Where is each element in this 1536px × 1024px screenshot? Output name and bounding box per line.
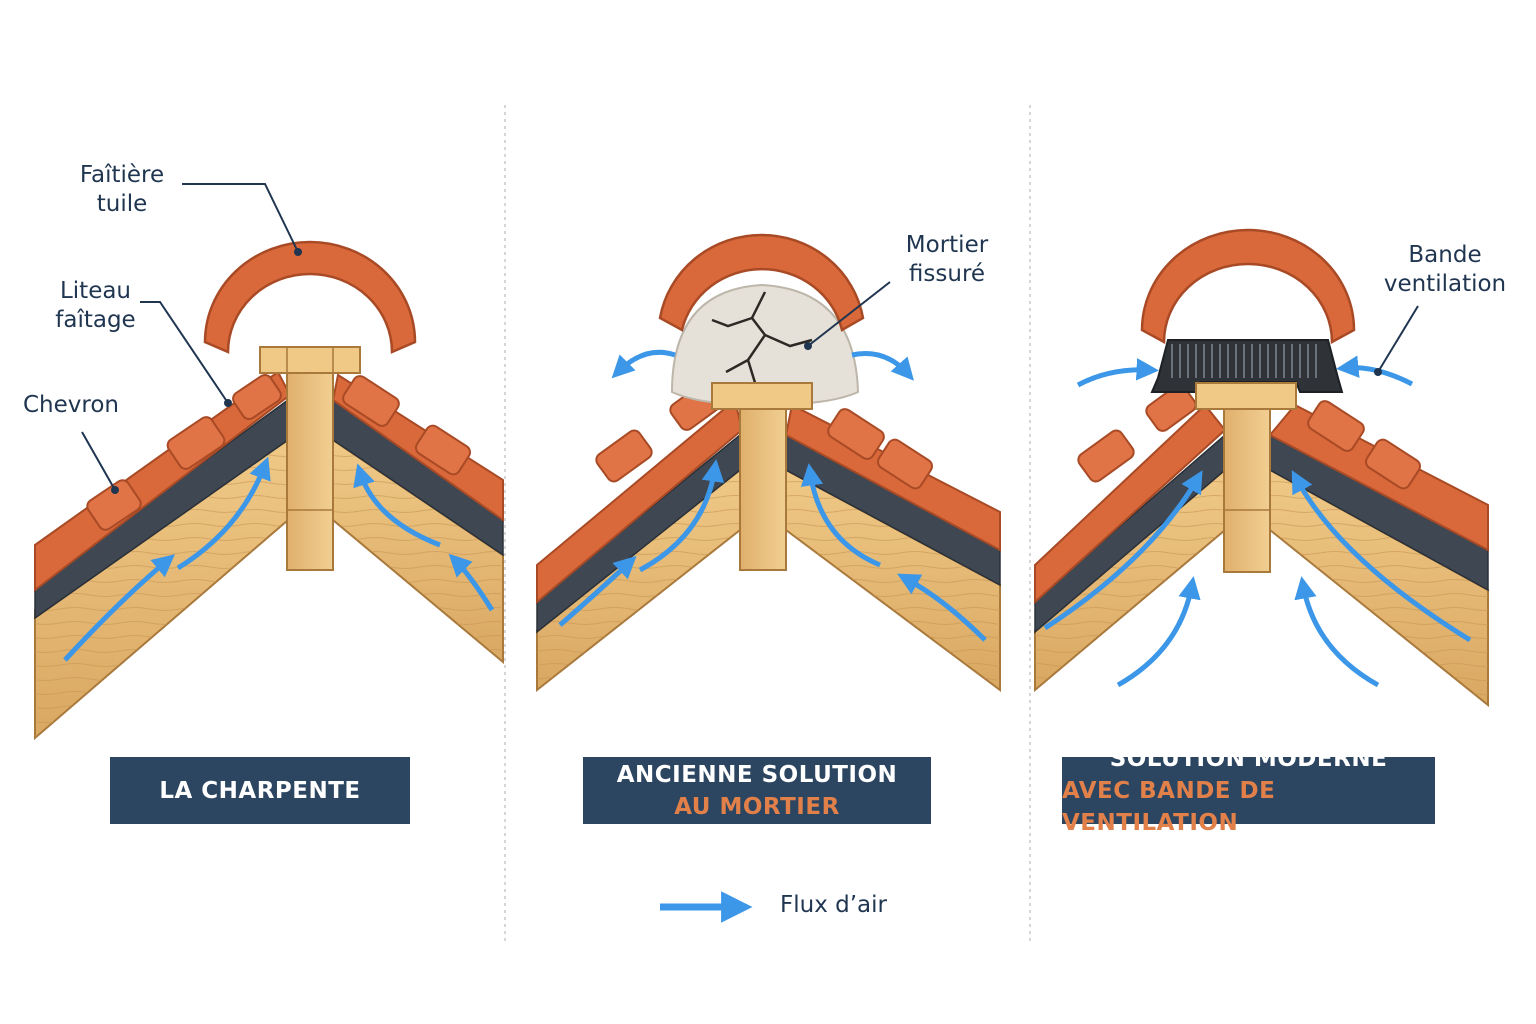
ridge-tile (203, 240, 417, 354)
leader-dot (1374, 368, 1382, 376)
airflow-arrow (851, 351, 914, 381)
label-ridge-tile-text: Faîtière tuile (79, 162, 165, 217)
rafter-left-grain (537, 470, 740, 690)
ridge-batten (711, 382, 813, 410)
label-ridge-tile: Faîtière tuile (62, 161, 182, 219)
legend-airflow-label: Flux d’air (780, 892, 887, 918)
panel-3-title-line1: SOLUTION MODERNE (1109, 745, 1388, 772)
rafter-left-grain (1035, 470, 1225, 690)
airflow-arrow (558, 555, 637, 627)
panel-2-roof (536, 233, 1001, 693)
ridge-batten (259, 346, 361, 374)
airflow-arrow (176, 456, 271, 571)
roof-tile (1307, 400, 1365, 452)
ridge-post (286, 371, 334, 571)
ridge-batten (1195, 382, 1297, 410)
airflow-arrow (611, 349, 676, 379)
ridge-tile (1140, 228, 1356, 345)
panel-3-title: SOLUTION MODERNE AVEC BANDE DE VENTILATI… (1062, 746, 1435, 836)
rafter-right-grain (333, 440, 503, 662)
roof-tile (86, 479, 142, 531)
airflow-arrow (63, 554, 175, 662)
panel-3-roof (1034, 228, 1489, 708)
leader-dot (804, 342, 812, 350)
label-mortar-text: Mortier fissuré (905, 232, 989, 287)
roof-tile (166, 416, 226, 470)
roof-tile (342, 375, 400, 427)
roof-tile (232, 373, 282, 421)
rafter-left-grain (35, 440, 288, 738)
leader-ridge-batten (140, 301, 229, 404)
crack-icon (711, 291, 813, 387)
panel-2-title: ANCIENNE SOLUTION AU MORTIER (583, 757, 931, 824)
leader-dot (224, 399, 232, 407)
label-ridge-batten-text: Liteau faîtage (55, 278, 136, 333)
label-mortar: Mortier fissuré (886, 231, 1008, 289)
leader-rafter (81, 431, 116, 491)
panel-3-title-line2: AVEC BANDE DE VENTILATION (1062, 777, 1276, 836)
rafter-right-grain (786, 470, 1000, 690)
roof-tile (827, 408, 885, 460)
label-vent-strip-text: Bande ventilation (1383, 242, 1507, 297)
airflow-arrow (1043, 470, 1203, 631)
airflow-arrow (800, 463, 881, 568)
label-vent-strip: Bande ventilation (1375, 241, 1515, 299)
ridge-tile (658, 233, 865, 332)
roof-tile (877, 438, 933, 490)
panel-1-title: LA CHARPENTE (110, 757, 410, 824)
ridge-post (739, 407, 787, 571)
ridge-post (1223, 407, 1271, 573)
roof-tile (1077, 429, 1135, 483)
leader-dot (111, 486, 119, 494)
leader-mortar (807, 281, 891, 347)
roof-tile (415, 424, 471, 476)
panel-1-title-line1: LA CHARPENTE (159, 777, 361, 804)
airflow-arrow (448, 553, 495, 612)
airflow-arrow (897, 573, 987, 642)
roof-tile (1145, 384, 1197, 432)
panel-2-title-line1: ANCIENNE SOLUTION (616, 761, 898, 788)
rafter-right-grain (1270, 470, 1488, 705)
label-rafter: Chevron (10, 391, 132, 420)
tile-layer-right (1268, 403, 1489, 552)
airflow-arrow (1116, 576, 1201, 688)
leader-vent-strip (1377, 305, 1419, 373)
roof-tile (1365, 438, 1421, 490)
airflow-arrow (1291, 470, 1472, 643)
airflow-arrow (1294, 576, 1380, 688)
leader-dot (294, 248, 302, 256)
roof-tile (595, 429, 653, 483)
airflow-arrow (638, 459, 725, 573)
label-rafter-text: Chevron (23, 392, 119, 418)
label-ridge-batten: Liteau faîtage (38, 277, 153, 335)
ventilation-slots (1171, 344, 1317, 378)
panel-1-roof (34, 183, 504, 741)
airflow-arrow (353, 463, 441, 548)
airflow-arrow (1076, 358, 1159, 388)
leader-ridge-tile (182, 183, 299, 253)
panel-2-title-line2: AU MORTIER (674, 793, 840, 820)
